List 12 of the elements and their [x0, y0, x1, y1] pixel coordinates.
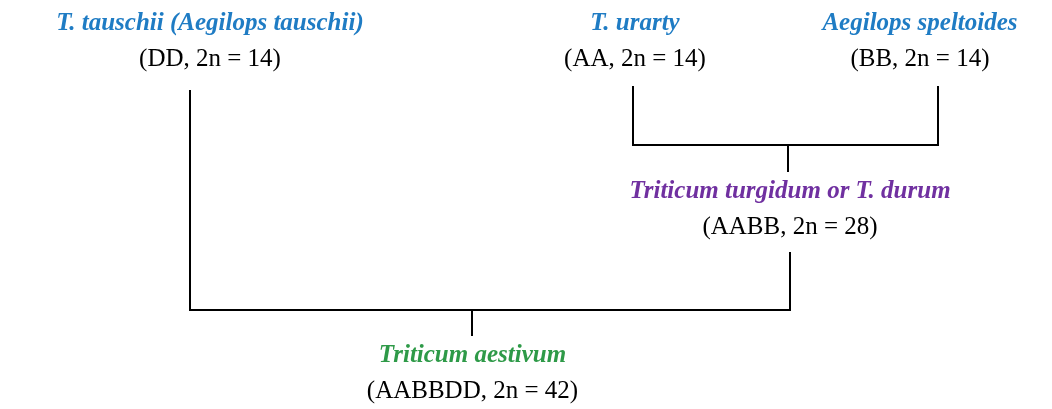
connector-line — [787, 85, 939, 173]
genome-formula: (AA, 2n = 14) — [564, 43, 706, 74]
species-name: T. tauschii (Aegilops tauschii) — [56, 7, 364, 38]
genome-formula: (AABBDD, 2n = 42) — [366, 375, 579, 405]
species-name: Triticum aestivum — [378, 339, 567, 369]
species-name: Aegilops speltoides — [822, 7, 1018, 37]
species-name: Triticum turgidum or T. durum — [629, 175, 951, 205]
species-name: T. urarty — [590, 7, 680, 37]
connector-line — [471, 251, 791, 337]
genome-formula: (AABB, 2n = 28) — [702, 211, 878, 242]
genome-formula: (DD, 2n = 14) — [139, 43, 281, 74]
genome-formula: (BB, 2n = 14) — [850, 43, 990, 74]
